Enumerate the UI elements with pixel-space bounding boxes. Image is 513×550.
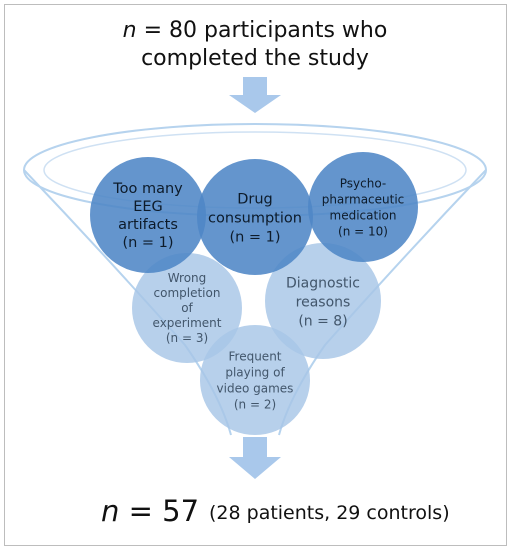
exclusion-circle	[132, 253, 242, 363]
exclusion-psychopharmaceutic-medication: Psycho-pharmaceutic medication (n = 10)	[308, 152, 418, 262]
exclusion-circle	[90, 157, 206, 273]
exclusion-label-line: EEG	[133, 199, 163, 215]
footer-detail: (28 patients, 29 controls)	[209, 502, 450, 524]
arrow-down-bottom	[229, 437, 281, 479]
exclusion-label-line: video games	[217, 382, 294, 396]
footer-n-symbol: n	[101, 494, 119, 528]
header-line-1-text: = 80 participants who	[137, 18, 388, 43]
exclusion-label-line: artifacts	[118, 217, 178, 233]
exclusion-label-line: Psycho-	[340, 177, 386, 191]
exclusion-funnel-diagram: n = 80 participants who completed the st…	[23, 18, 487, 528]
exclusion-circle	[197, 159, 313, 275]
exclusion-label-line: consumption	[208, 210, 302, 226]
exclusion-label-line: Too many	[112, 181, 183, 197]
exclusion-label-line: playing of	[225, 366, 285, 380]
exclusion-circle	[200, 325, 310, 435]
exclusion-label-line: reasons	[296, 294, 351, 310]
header: n = 80 participants who completed the st…	[123, 18, 388, 71]
exclusion-label-line: medication	[330, 209, 397, 223]
exclusion-drug-consumption: Drug consumption (n = 1)	[197, 159, 313, 275]
exclusion-count: (n = 8)	[298, 313, 347, 329]
exclusion-label-line: pharmaceutic	[322, 193, 405, 207]
header-line-1: n = 80 participants who	[123, 18, 388, 43]
exclusion-label-line: Drug	[237, 191, 273, 207]
exclusion-count: (n = 1)	[229, 229, 280, 245]
exclusion-frequent-video-games: Frequent playing of video games (n = 2)	[200, 325, 310, 435]
footer-result: n = 57	[101, 494, 199, 528]
exclusion-count: (n = 3)	[166, 331, 208, 345]
exclusion-count: (n = 10)	[338, 225, 388, 239]
exclusion-label: Psycho-pharmaceutic medication (n = 10)	[322, 177, 405, 239]
footer-n-value: = 57	[119, 494, 199, 528]
exclusion-label-line: completion	[154, 286, 221, 300]
exclusion-label-line: of	[181, 301, 193, 315]
exclusion-count: (n = 2)	[234, 398, 276, 412]
footer: n = 57 (28 patients, 29 controls)	[101, 494, 450, 528]
exclusion-label-line: Frequent	[229, 350, 282, 364]
exclusion-diagnostic-reasons: Diagnostic reasons (n = 8)	[265, 243, 381, 359]
exclusion-label: Frequent playing of video games (n = 2)	[217, 350, 294, 412]
exclusion-label-line: Wrong	[168, 271, 207, 285]
exclusion-label: Diagnostic reasons (n = 8)	[286, 275, 360, 329]
figure-frame: n = 80 participants who completed the st…	[4, 4, 507, 546]
exclusion-label-line: Diagnostic	[286, 275, 360, 291]
header-n-symbol: n	[123, 18, 137, 43]
header-line-2: completed the study	[141, 46, 369, 71]
arrow-down-top	[229, 77, 281, 113]
exclusion-circle	[265, 243, 381, 359]
exclusion-count: (n = 1)	[122, 235, 173, 251]
exclusion-circle	[308, 152, 418, 262]
exclusion-label: Drug consumption (n = 1)	[208, 191, 302, 245]
exclusion-label-line: experiment	[153, 316, 222, 330]
